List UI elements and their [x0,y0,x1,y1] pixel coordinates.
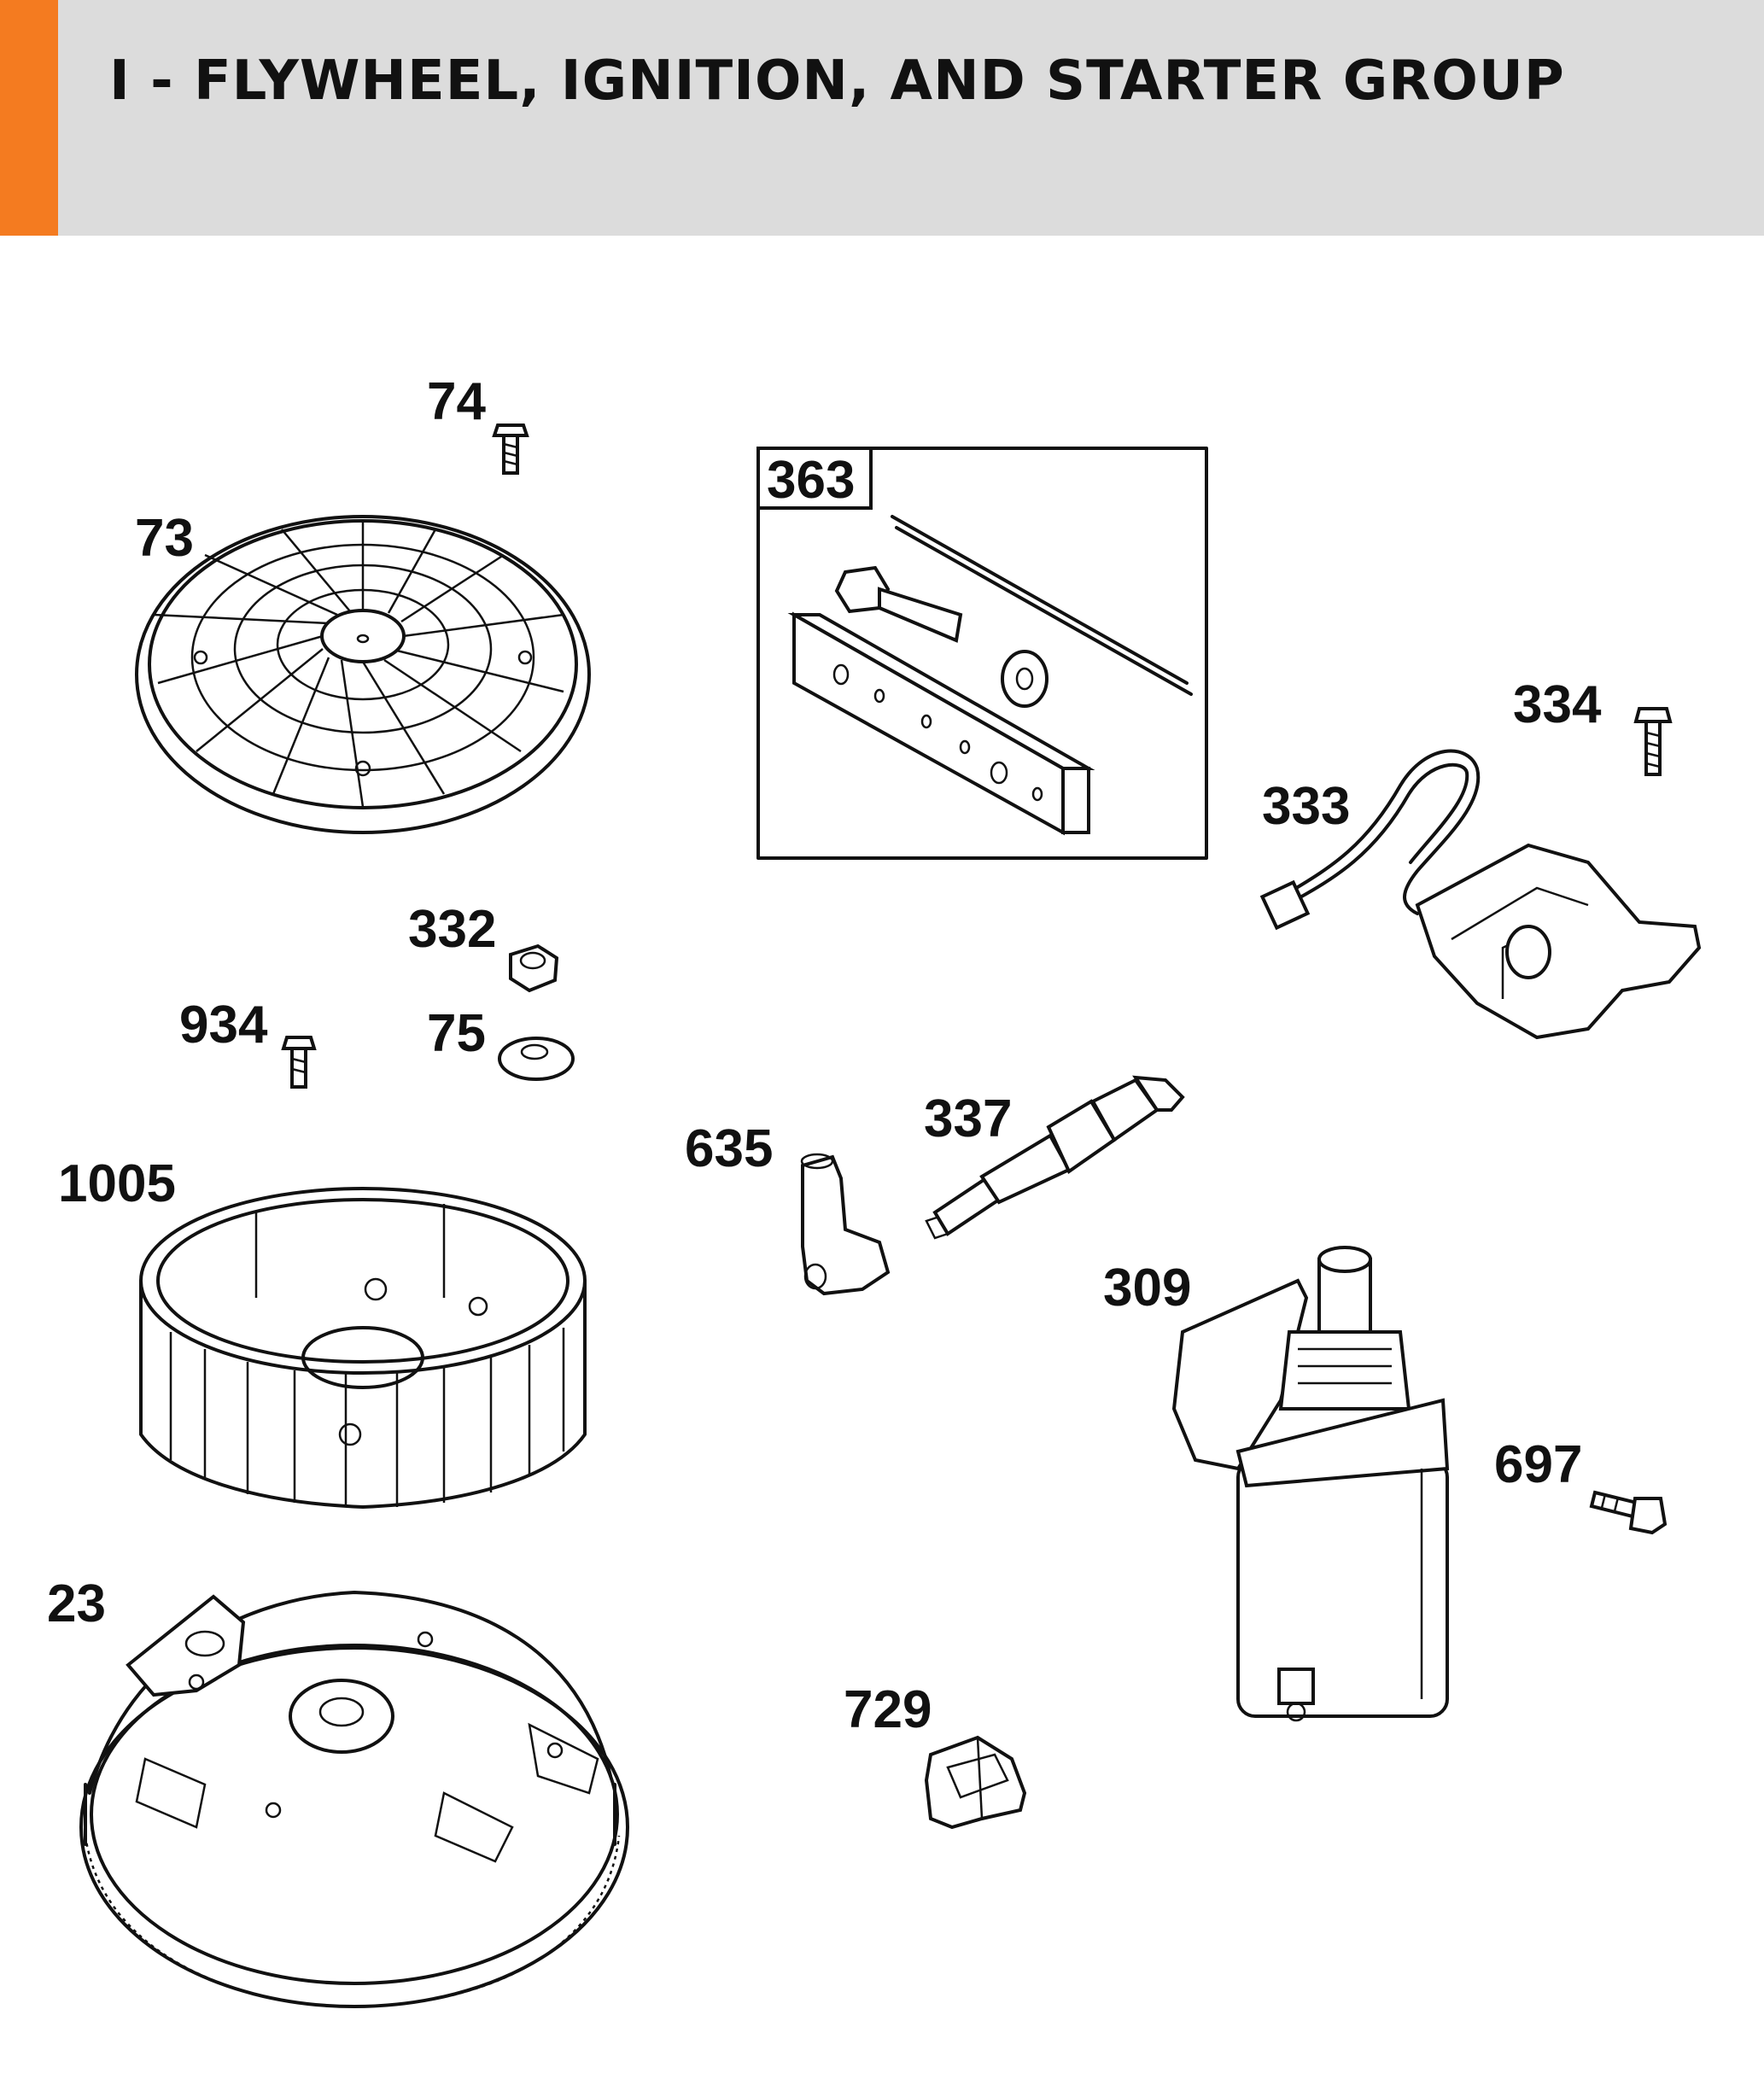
part-334-bolt[interactable] [1633,707,1673,776]
callout-1005: 1005 [58,1154,176,1213]
part-337-spark-plug[interactable] [925,1075,1185,1240]
part-697-bolt[interactable] [1589,1490,1668,1535]
callout-23: 23 [47,1574,106,1633]
page-title: I - FLYWHEEL, IGNITION, AND STARTER GROU… [109,50,1565,113]
part-729-clip[interactable] [924,1735,1027,1830]
callout-74: 74 [427,372,486,431]
part-1005-fan[interactable] [139,1187,587,1509]
callout-334: 334 [1513,675,1602,734]
callout-73: 73 [135,509,194,568]
callout-309: 309 [1103,1259,1192,1317]
part-309-starter[interactable] [1171,1246,1450,1722]
part-363-tool-kit[interactable] [756,447,1208,860]
part-74-bolt[interactable] [492,423,529,475]
part-333-armature[interactable] [1259,749,1702,1040]
callout-729: 729 [844,1680,932,1739]
header-bar [0,0,1764,236]
callout-332: 332 [408,900,497,959]
callout-934: 934 [179,996,268,1054]
callout-697: 697 [1494,1435,1583,1494]
callout-635: 635 [685,1119,774,1178]
callout-333: 333 [1262,777,1351,836]
callout-75: 75 [427,1004,486,1063]
callout-337: 337 [924,1089,1013,1148]
part-635-boot[interactable] [800,1153,891,1296]
part-23-flywheel[interactable] [79,1591,629,2008]
part-73-screen[interactable] [135,515,591,834]
header-accent-stripe [0,0,58,236]
part-332-nut[interactable] [509,943,559,993]
part-75-washer[interactable] [498,1037,575,1081]
part-934-screw[interactable] [281,1036,317,1089]
callout-363: 363 [767,451,856,510]
